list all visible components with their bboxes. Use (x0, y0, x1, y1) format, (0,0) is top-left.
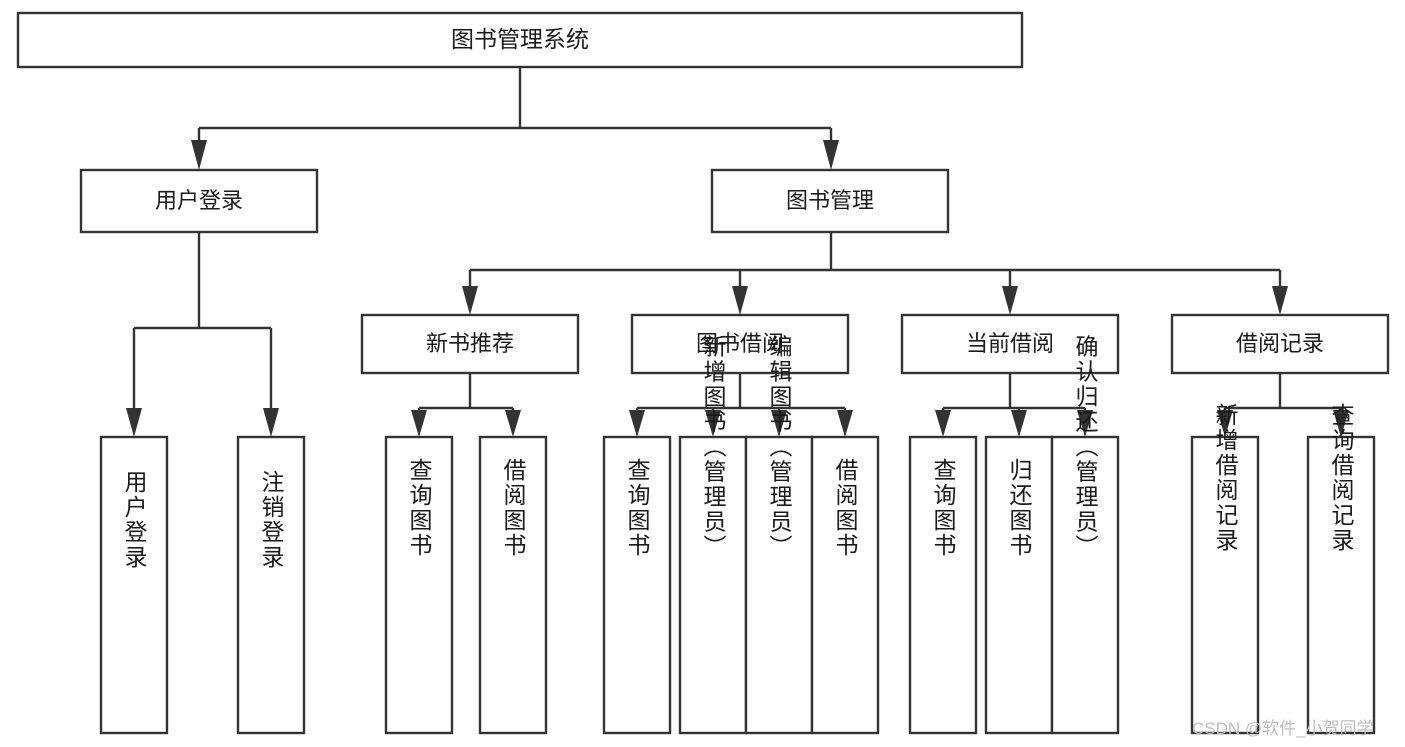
leaf-add-borrow-record-label: 新增借阅记录 (1212, 403, 1239, 553)
arrow-to-leaf-borrow-books (837, 410, 853, 437)
arrow-to-leaf-edit-book-admin (771, 410, 787, 437)
node-new-book-recommend[interactable]: 新书推荐 (360, 313, 580, 375)
leaf-query-books-rec-label: 查询图书 (406, 458, 433, 558)
arrow-to-leaf-confirm-return-admin (1077, 410, 1093, 437)
node-user-login[interactable]: 用户登录 (79, 168, 319, 234)
leaf-query-books-current[interactable]: 查询图书 (908, 435, 978, 735)
arrow-to-book-borrow (732, 286, 748, 315)
leaf-logout-label: 注销登录 (258, 470, 285, 570)
leaf-query-borrow-record-box[interactable] (1306, 435, 1376, 735)
leaf-add-borrow-record[interactable]: 新增借阅记录 (1190, 403, 1260, 735)
node-borrow-records[interactable]: 借阅记录 (1170, 313, 1390, 375)
leaf-query-books-current-label: 查询图书 (930, 458, 957, 558)
node-user-login-label: 用户登录 (155, 188, 243, 213)
leaf-add-book-admin-label: 新增图书（管理员） (700, 335, 727, 560)
leaf-query-borrow-record-label: 查询借阅记录 (1328, 403, 1355, 553)
leaf-logout-box[interactable] (236, 435, 306, 735)
csdn-watermark: CSDN @软件_小贺同学 (1192, 719, 1374, 738)
leaf-user-login[interactable]: 用户登录 (99, 435, 169, 735)
leaf-borrow-books[interactable]: 借阅图书 (810, 435, 880, 735)
arrow-to-leaf-return-books (1011, 410, 1027, 437)
arrow-to-leaf-add-borrow-record (1217, 410, 1233, 437)
node-book-borrow[interactable]: 图书借阅 (630, 313, 850, 375)
leaf-borrow-books-rec[interactable]: 借阅图书 (478, 435, 548, 735)
arrow-to-user-login (191, 140, 207, 170)
node-book-borrow-box[interactable] (630, 313, 850, 375)
arrow-to-leaf-query-borrow-record (1333, 410, 1349, 437)
node-book-management[interactable]: 图书管理 (710, 168, 950, 234)
leaf-edit-book-admin-box[interactable] (744, 435, 814, 735)
node-root-label: 图书管理系统 (451, 26, 589, 52)
leaf-user-login-label: 用户登录 (121, 470, 148, 570)
node-user-login-box[interactable] (79, 168, 319, 234)
leaf-borrow-books-rec-label: 借阅图书 (500, 458, 527, 558)
arrow-to-current-borrow (1002, 286, 1018, 315)
node-borrow-records-box[interactable] (1170, 313, 1390, 375)
node-new-book-recommend-box[interactable] (360, 313, 580, 375)
leaf-borrow-books-rec-box[interactable] (478, 435, 548, 735)
arrow-to-new-book-recommend (462, 286, 478, 315)
leaf-query-books-borrow-label: 查询图书 (624, 458, 651, 558)
node-current-borrow-label: 当前借阅 (966, 331, 1054, 356)
leaf-return-books[interactable]: 归还图书 (984, 435, 1054, 735)
leaf-add-borrow-record-box[interactable] (1190, 435, 1260, 735)
edge-layer (126, 67, 1349, 437)
leaf-confirm-return-admin-label: 确认归还（管理员） (1072, 335, 1099, 560)
leaf-confirm-return-admin[interactable]: 确认归还（管理员） (1050, 335, 1120, 735)
leaf-query-books-rec-box[interactable] (384, 435, 454, 735)
leaf-borrow-books-box[interactable] (810, 435, 880, 735)
leaf-edit-book-admin-label: 编辑图书（管理员） (766, 335, 793, 560)
leaf-add-book-admin-box[interactable] (678, 435, 748, 735)
arrow-to-book-management (823, 140, 839, 170)
node-new-book-recommend-label: 新书推荐 (426, 331, 514, 356)
arrow-to-leaf-user-login (126, 408, 142, 437)
node-book-management-box[interactable] (710, 168, 950, 234)
leaf-user-login-box[interactable] (99, 435, 169, 735)
leaf-return-books-box[interactable] (984, 435, 1054, 735)
node-root-box[interactable] (16, 11, 1024, 69)
arrow-to-leaf-query-books-rec (411, 410, 427, 437)
node-book-management-label: 图书管理 (786, 188, 874, 213)
leaf-query-books-current-box[interactable] (908, 435, 978, 735)
arrow-to-leaf-query-books-borrow (629, 410, 645, 437)
leaf-logout[interactable]: 注销登录 (236, 435, 306, 735)
node-borrow-records-label: 借阅记录 (1236, 331, 1324, 356)
leaf-confirm-return-admin-box[interactable] (1050, 435, 1120, 735)
node-book-borrow-label: 图书借阅 (696, 331, 784, 356)
leaf-query-books-borrow[interactable]: 查询图书 (602, 435, 672, 735)
leaf-query-books-rec[interactable]: 查询图书 (384, 435, 454, 735)
leaf-query-borrow-record[interactable]: 查询借阅记录 (1306, 403, 1376, 735)
node-current-borrow[interactable]: 当前借阅 (900, 313, 1120, 375)
node-root[interactable]: 图书管理系统 (16, 11, 1024, 69)
arrow-to-leaf-add-book-admin (705, 410, 721, 437)
leaf-borrow-books-label: 借阅图书 (832, 458, 859, 558)
arrow-to-borrow-records (1272, 286, 1288, 315)
leaf-query-books-borrow-box[interactable] (602, 435, 672, 735)
leaf-edit-book-admin[interactable]: 编辑图书（管理员） (744, 335, 814, 735)
arrow-to-leaf-query-books-current (935, 410, 951, 437)
arrow-to-leaf-logout (263, 408, 279, 437)
leaf-add-book-admin[interactable]: 新增图书（管理员） (678, 335, 748, 735)
arrow-to-leaf-borrow-books-rec (505, 410, 521, 437)
leaf-return-books-label: 归还图书 (1006, 458, 1033, 558)
node-current-borrow-box[interactable] (900, 313, 1120, 375)
